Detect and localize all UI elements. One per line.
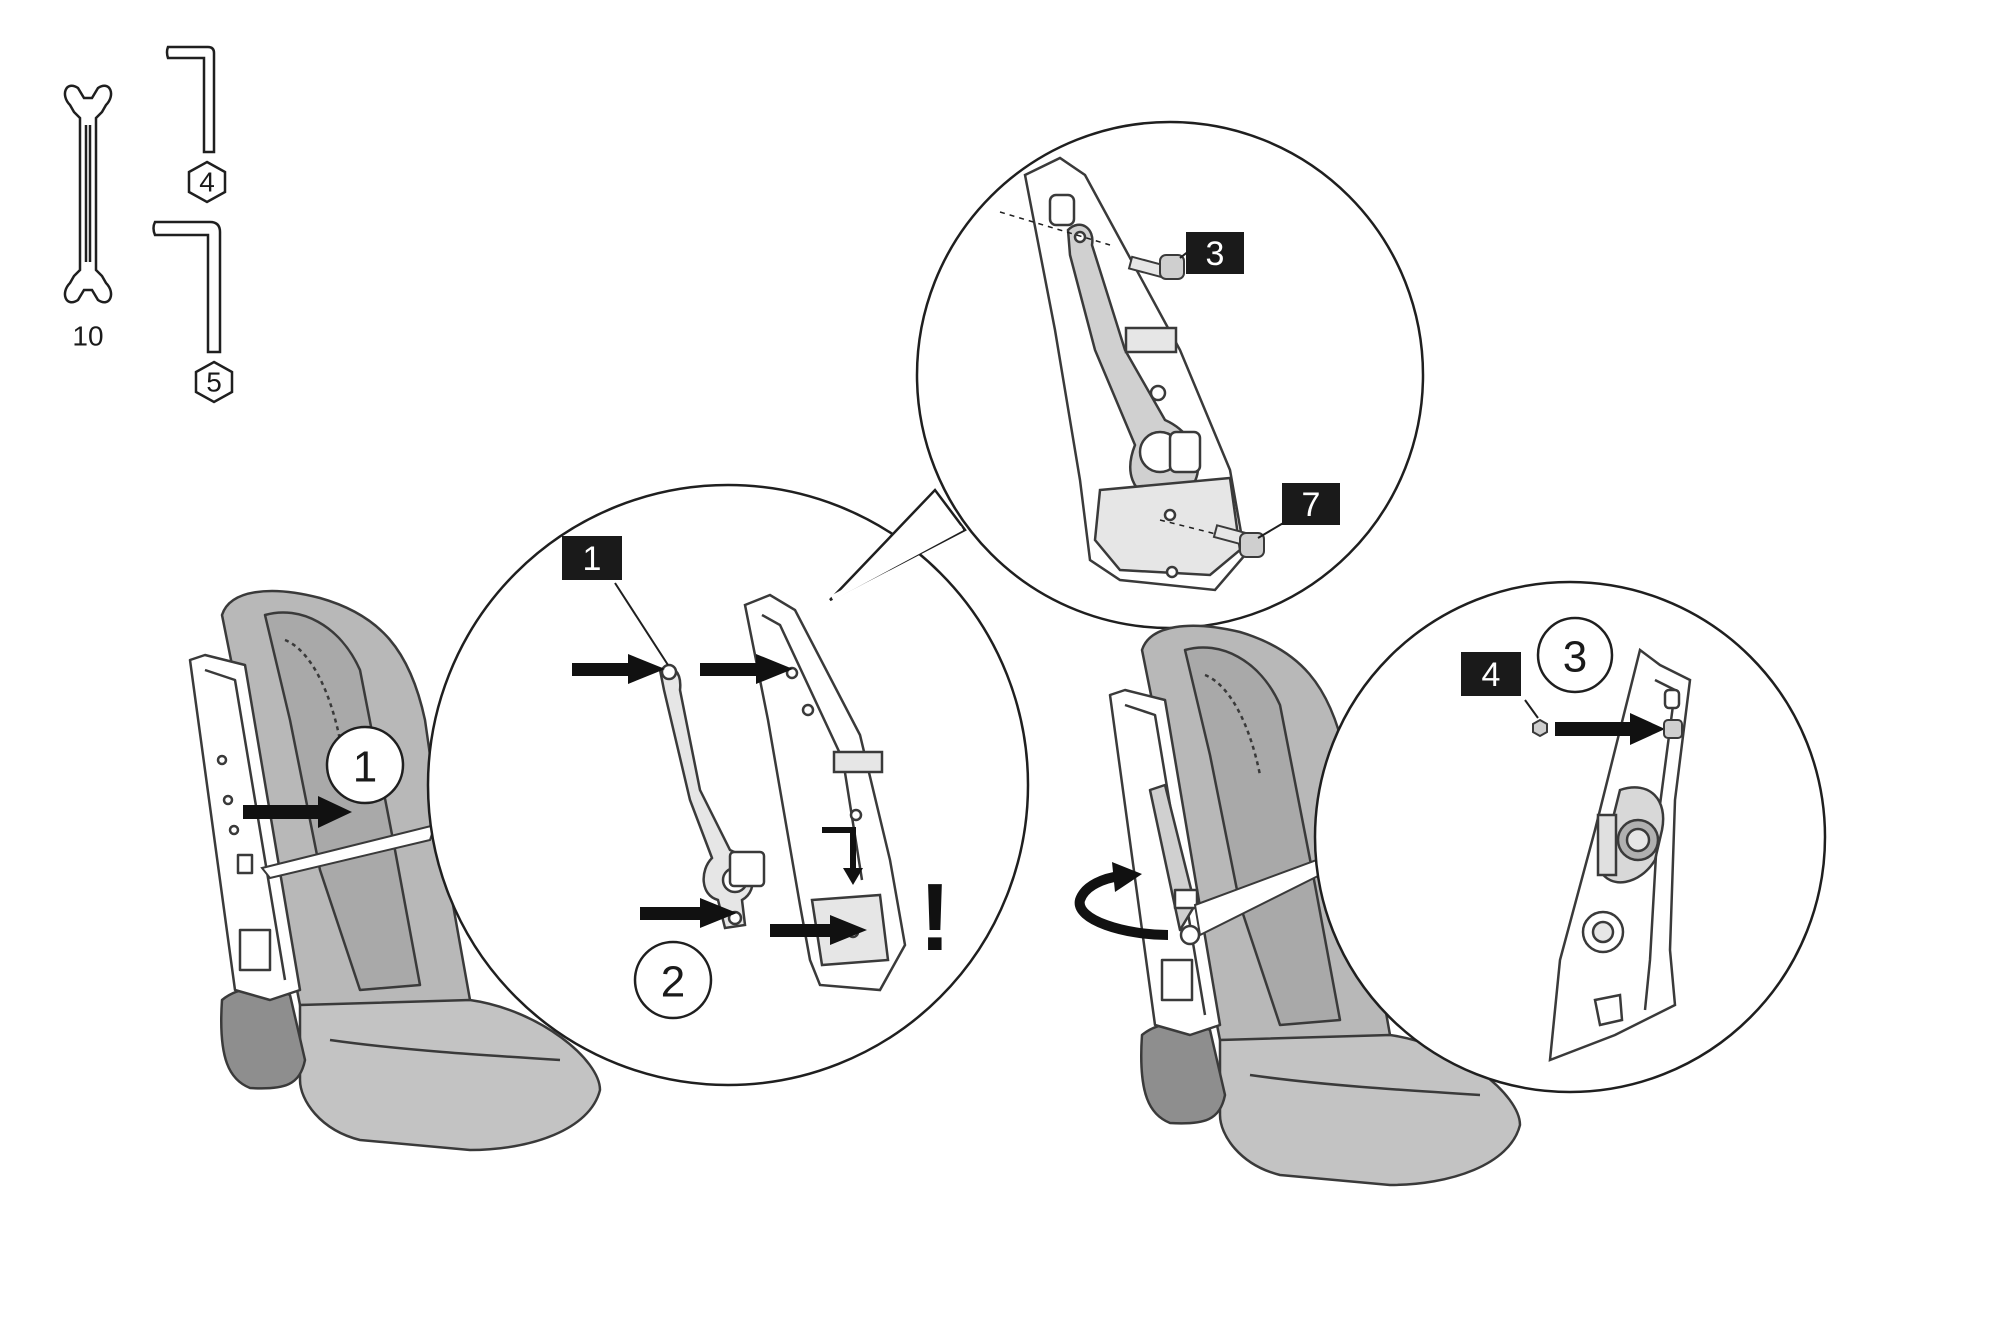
step-1-label: 1 [353, 743, 377, 792]
rail-mechanism [1548, 647, 1692, 1062]
hex-key-small-icon [165, 45, 227, 204]
step-3-circle [1536, 616, 1614, 694]
hex-key-large-icon [152, 220, 234, 404]
rail-part [743, 593, 907, 992]
wrench-size-label: 10 [72, 321, 103, 352]
part-3-badge [1179, 232, 1244, 274]
part-1-label: 1 [583, 540, 602, 578]
part-7-label: 7 [1302, 486, 1321, 524]
hex-key-small-label: 4 [199, 167, 215, 198]
detail-circle-right: 4 3 [1313, 580, 1827, 1094]
part-7-badge [1257, 483, 1340, 539]
arrow-lever-bottom [640, 898, 737, 928]
nut-part [1532, 718, 1548, 738]
detail-circle-middle: 1 [426, 483, 1030, 1087]
step-3-label: 3 [1563, 633, 1587, 682]
lever-part [658, 663, 766, 930]
hex-key-large-label: 5 [206, 367, 222, 398]
arrow-nut-to-stud [1555, 713, 1665, 745]
part-4-label: 4 [1482, 656, 1501, 694]
tools-group: 10 4 5 [63, 45, 234, 404]
rail-closeup [1023, 156, 1247, 592]
bolt-upper [1127, 254, 1185, 280]
step-1-circle [325, 725, 405, 805]
arrow-rail-bottom [770, 915, 867, 945]
stud-part [1663, 719, 1683, 739]
arrow-lever-top [572, 654, 665, 684]
seat-right [1108, 624, 1522, 1187]
seat-left [188, 589, 602, 1152]
arrow-rail-top [700, 654, 793, 684]
step-2-label: 2 [661, 958, 685, 1007]
part-4-badge [1461, 652, 1539, 719]
part-3-label: 3 [1206, 235, 1225, 273]
arrow-seat-left [243, 796, 352, 828]
arrow-bent-down [822, 827, 856, 872]
part-1-badge [562, 536, 669, 666]
bolt-lower [1212, 524, 1265, 558]
rotation-arrow-icon [1074, 862, 1169, 940]
zoom-wedge-left [260, 823, 437, 880]
wrench-icon [63, 84, 113, 304]
step-2-circle [633, 940, 713, 1020]
warning-mark: ! [919, 864, 951, 971]
detail-circle-top: 3 7 [829, 120, 1425, 630]
